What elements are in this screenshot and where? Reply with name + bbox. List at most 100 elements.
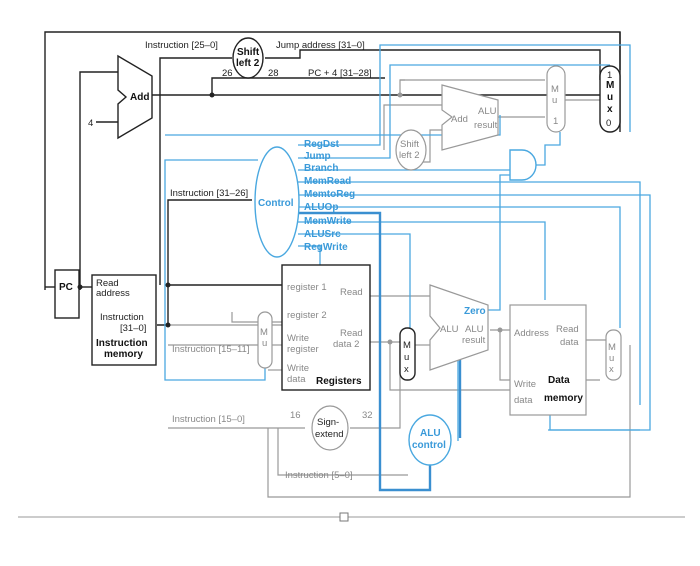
- junction-dot: [387, 339, 393, 345]
- junction-dot: [165, 322, 171, 328]
- shift-left-top-label2: left 2: [236, 58, 260, 69]
- control-label: Control: [258, 198, 294, 209]
- wire-jump: [298, 64, 610, 159]
- branch-result-label: result: [474, 120, 498, 131]
- jump-mux-1: 1: [607, 70, 612, 81]
- reg-read-data2b: data 2: [333, 339, 359, 350]
- wire-regwrite: [298, 245, 321, 265]
- branch-and-gate: [509, 149, 537, 181]
- pc-register: [54, 269, 80, 319]
- junction-dot: [497, 327, 503, 333]
- junction-dot: [77, 284, 83, 290]
- read-address-label2: address: [96, 288, 130, 299]
- signal-aluop: ALUOp: [304, 202, 338, 213]
- four-label: 4: [88, 118, 93, 129]
- junction-dot: [397, 92, 403, 98]
- shift-left-mid-label2: left 2: [399, 150, 420, 161]
- reg-write-data2: data: [287, 374, 306, 385]
- branch-add-label: Add: [451, 114, 468, 125]
- alusrc-mux-m: M: [403, 340, 411, 351]
- junction-dot: [165, 282, 171, 288]
- jump-mux-u: u: [607, 92, 613, 103]
- wire-gray-5: [277, 428, 408, 476]
- alusrc-mux: [399, 327, 416, 381]
- extend-label: extend: [315, 429, 344, 440]
- branch-mux-m: M: [551, 84, 559, 95]
- instr-memory-label2: memory: [104, 349, 143, 360]
- branch-mux-1: 1: [553, 116, 558, 127]
- shift-left-top-label: Shift: [237, 47, 260, 58]
- branch-mux: [546, 65, 566, 133]
- wire-memread: [298, 181, 641, 405]
- num-28-label: 28: [268, 68, 279, 79]
- wire-zero: [480, 174, 510, 311]
- instruction-label: Instruction: [100, 312, 144, 323]
- dm-address: Address: [514, 328, 549, 339]
- main-alu: [429, 284, 489, 371]
- alu-main-label: ALU: [440, 324, 459, 335]
- reg-read-reg2: register 2: [287, 310, 327, 321]
- memtoreg-mux-m: M: [608, 342, 616, 353]
- wire-and-out: [535, 132, 561, 166]
- read-address-label: Read: [96, 278, 119, 289]
- branch-adder: [441, 84, 499, 151]
- alu-control-label: ALU: [420, 428, 441, 439]
- signal-regdst: RegDst: [304, 139, 340, 150]
- signal-memwrite: MemWrite: [304, 216, 352, 227]
- wire-gray-4: [267, 345, 631, 498]
- signal-memtoreg: MemtoReg: [304, 189, 355, 200]
- wire-add-out: [150, 77, 385, 96]
- alusrc-mux-x: x: [404, 364, 409, 375]
- pc-adder: [117, 54, 153, 140]
- alu-control: [408, 414, 452, 466]
- jump-shift-left: [232, 37, 264, 79]
- zero-label: Zero: [464, 306, 486, 317]
- signal-alusrc: ALUSrc: [304, 229, 341, 240]
- instr-15-0-label: Instruction [15–0]: [172, 414, 245, 425]
- wire-pc-add: [79, 71, 118, 290]
- signal-branch: Branch: [304, 163, 338, 174]
- num-26-label: 26: [222, 68, 233, 79]
- wire-instr-bus: [157, 199, 252, 326]
- sign-extend: [311, 405, 349, 451]
- signal-memread: MemRead: [304, 176, 351, 187]
- signal-regwrite: RegWrite: [304, 242, 348, 253]
- wire-instr25: [159, 57, 232, 285]
- memtoreg-mux: [605, 329, 622, 381]
- jump-mux-x: x: [607, 104, 613, 115]
- alu-control-label2: control: [412, 440, 446, 451]
- alu-result-main2: result: [462, 335, 486, 346]
- data-memory: [509, 304, 587, 416]
- wire-gray-12: [389, 342, 510, 391]
- instr-5-0-label: Instruction [5–0]: [285, 470, 353, 481]
- junction-dot: [209, 92, 215, 98]
- divider-handle[interactable]: [339, 512, 349, 522]
- signal-jump: Jump: [304, 151, 331, 162]
- instr-25-0-label: Instruction [25–0]: [145, 40, 218, 51]
- jump-mux-0: 0: [606, 118, 611, 129]
- dm-read2: data: [560, 337, 579, 348]
- instr-memory-label: Instruction: [96, 338, 148, 349]
- wire-alu-ctrl-out: [450, 354, 459, 441]
- wire-aluop: [298, 206, 621, 328]
- branch-shift-left: [395, 129, 427, 171]
- reg-write-reg: Write: [287, 333, 309, 344]
- reg-write-reg2: register: [287, 344, 319, 355]
- pc4-label: PC + 4 [31–28]: [308, 68, 372, 79]
- dm-write2: data: [514, 395, 533, 406]
- register-file: [281, 264, 371, 391]
- dm-data: Data: [548, 375, 570, 386]
- jump-address-label: Jump address [31–0]: [276, 40, 365, 51]
- instr-15-11-label: Instruction [15–11]: [172, 344, 249, 355]
- reg-read-data2: Read: [340, 328, 363, 339]
- regdst-mux: [257, 311, 273, 369]
- dm-write: Write: [514, 379, 536, 390]
- memtoreg-mux-x: x: [609, 364, 614, 375]
- memtoreg-mux-u: u: [609, 353, 614, 364]
- dm-memory: memory: [544, 393, 583, 404]
- shift-left-mid-label: Shift: [400, 139, 419, 150]
- sign-label: Sign-: [317, 417, 339, 428]
- reg-write-data: Write: [287, 363, 309, 374]
- jump-mux: [599, 65, 621, 133]
